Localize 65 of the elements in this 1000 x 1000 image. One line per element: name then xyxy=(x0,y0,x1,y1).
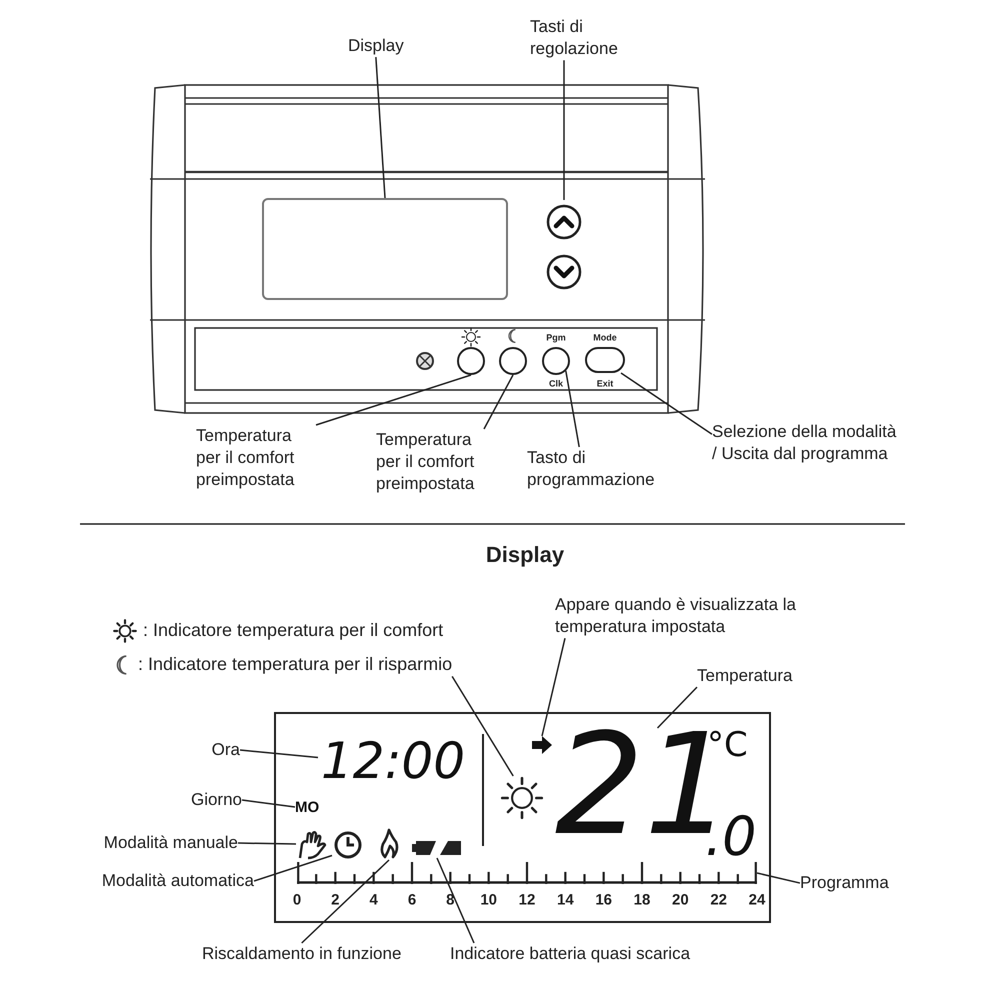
callout-label: Riscaldamento in funzione xyxy=(202,943,402,966)
indicator-note: : Indicatore temperatura per il comfort xyxy=(143,619,444,642)
section-heading: Display xyxy=(486,544,564,566)
button-label: Pgm xyxy=(546,334,566,342)
flame-icon xyxy=(378,828,400,860)
round-button xyxy=(542,347,570,375)
hour-number: 4 xyxy=(369,892,378,908)
round-button xyxy=(457,347,485,375)
hour-number: 10 xyxy=(480,892,497,908)
hour-number: 2 xyxy=(331,892,340,908)
leader-line xyxy=(563,60,565,200)
time-readout: 12:00 xyxy=(318,726,468,796)
arrow-icon xyxy=(531,736,553,754)
battery-icon xyxy=(412,838,462,858)
callout-label: Programma xyxy=(800,872,889,894)
callout-label: Modalità manuale xyxy=(104,832,238,854)
leader-line xyxy=(375,57,386,198)
hour-number: 12 xyxy=(518,892,536,908)
day-readout: MO xyxy=(295,797,325,817)
button-label: Exit xyxy=(596,380,614,388)
hour-number: 24 xyxy=(748,892,766,908)
callout-label: Temperatura per il comfort preimpostata xyxy=(196,425,316,492)
hour-number: 0 xyxy=(292,892,302,908)
hour-number: 16 xyxy=(595,892,612,908)
display-window xyxy=(262,198,508,300)
sun-icon xyxy=(500,776,544,820)
leader-line xyxy=(756,872,800,884)
leader-line xyxy=(436,858,475,944)
callout-label: Temperatura per il comfort preimpostata xyxy=(376,429,496,496)
hour-number: 8 xyxy=(446,892,454,908)
mode-button xyxy=(585,347,625,373)
callout-label: Tasto di programmazione xyxy=(527,447,672,492)
button-label: Clk xyxy=(549,380,563,388)
button-label: Mode xyxy=(593,334,617,342)
indicator-note: : Indicatore temperatura per il risparmio xyxy=(138,653,452,676)
callout-label: Temperatura xyxy=(697,665,792,688)
leader-line xyxy=(565,370,580,448)
hour-number: 6 xyxy=(408,892,416,908)
clock-icon xyxy=(332,830,364,860)
callout-label: Display xyxy=(348,35,404,58)
leader-line xyxy=(254,854,332,882)
leader-line xyxy=(620,372,712,435)
callout-label: Appare quando è visualizzata la temperatura impostata xyxy=(555,594,805,638)
round-button xyxy=(499,347,527,375)
hour-number: 20 xyxy=(672,892,689,908)
leader-line xyxy=(238,842,296,845)
timeline-scale xyxy=(297,862,757,884)
leader-line xyxy=(452,676,514,776)
leader-line xyxy=(316,374,472,426)
hand-icon xyxy=(296,828,328,860)
callout-label: Modalità automatica xyxy=(102,870,254,892)
callout-label: Ora xyxy=(212,739,240,762)
leader-line xyxy=(541,638,566,736)
callout-label: Selezione della modalità / Uscita dal programma xyxy=(712,421,901,466)
leader-line xyxy=(242,799,296,808)
leader-line xyxy=(240,749,318,758)
hour-number: 14 xyxy=(556,892,574,908)
leader-line xyxy=(656,686,698,729)
callout-label: Indicatore batteria quasi scarica xyxy=(450,943,690,966)
hour-number: 22 xyxy=(710,892,727,908)
leader-line xyxy=(483,374,514,430)
leader-line xyxy=(301,859,390,944)
hour-number: 18 xyxy=(634,892,650,908)
callout-label: Tasti di regolazione xyxy=(530,16,630,60)
callout-label: Giorno xyxy=(190,789,242,812)
